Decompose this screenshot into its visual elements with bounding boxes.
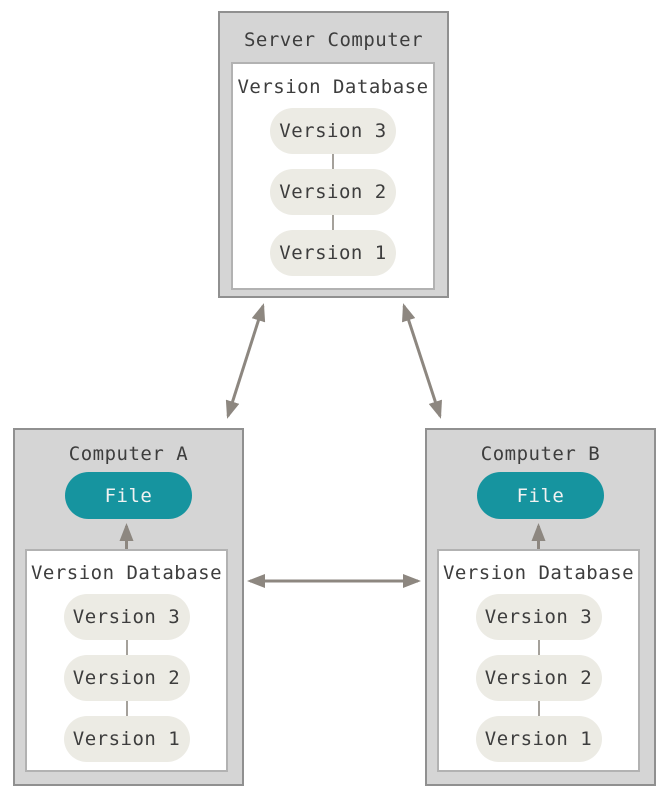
computer-b-version-database-label: Version Database [442, 562, 635, 584]
computer-b-version-connector-2 [537, 701, 540, 716]
computer-b-title: Computer B [480, 443, 601, 465]
computer-b-version-1-pill: Version 1 [475, 716, 602, 762]
computer-a-version-connector-1 [125, 640, 128, 655]
server-version-connector-2 [332, 215, 334, 230]
server-version-1-pill: Version 1 [270, 230, 396, 276]
server-version-connector-1 [332, 154, 334, 169]
server-version-stack: Version 3 Version 2 Version 1 [233, 108, 433, 276]
computer-b-version-3-pill: Version 3 [475, 594, 602, 640]
server-version-3-pill: Version 3 [270, 108, 396, 154]
computer-a-version-database-label: Version Database [30, 562, 223, 584]
computer-a-version-1-pill: Version 1 [63, 716, 190, 762]
computer-a-box: Computer A File Version Database Version… [13, 428, 244, 786]
computer-a-version-database-box: Version Database Version 3 Version 2 Ver… [25, 549, 228, 772]
computer-a-version-3-pill: Version 3 [63, 594, 190, 640]
computer-b-version-database-box: Version Database Version 3 Version 2 Ver… [437, 549, 640, 772]
computer-b-box: Computer B File Version Database Version… [425, 428, 656, 786]
computer-a-version-2-pill: Version 2 [63, 655, 190, 701]
arrow-server-computer-b [402, 303, 442, 419]
server-version-database-label: Version Database [237, 76, 429, 98]
server-computer-title: Server Computer [243, 29, 424, 51]
computer-a-file-pill: File [65, 472, 192, 519]
server-computer-box: Server Computer Version Database Version… [218, 11, 449, 298]
computer-a-version-stack: Version 3 Version 2 Version 1 [27, 594, 226, 762]
computer-a-version-connector-2 [125, 701, 128, 716]
computer-b-file-pill: File [477, 472, 604, 519]
server-version-database-box: Version Database Version 3 Version 2 Ver… [231, 62, 435, 290]
computer-b-version-stack: Version 3 Version 2 Version 1 [439, 594, 638, 762]
computer-a-title: Computer A [68, 443, 189, 465]
arrow-server-computer-a [225, 303, 266, 419]
computer-b-version-2-pill: Version 2 [475, 655, 602, 701]
computer-b-version-connector-1 [537, 640, 540, 655]
server-version-2-pill: Version 2 [270, 169, 396, 215]
